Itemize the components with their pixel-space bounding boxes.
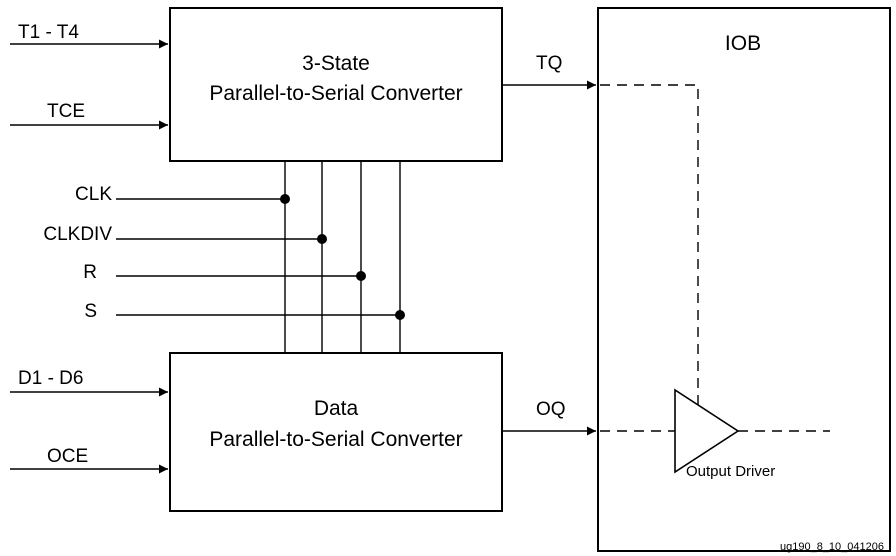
tristate-converter-block <box>169 7 503 162</box>
tce-label: TCE <box>47 101 85 122</box>
tq-label: TQ <box>536 53 562 74</box>
clk-junction-dot <box>280 194 290 204</box>
data-converter-block <box>169 352 503 512</box>
t1-t4-label: T1 - T4 <box>18 22 79 43</box>
iob-block <box>597 7 891 552</box>
tq-internal-path <box>600 84 699 408</box>
tristate-block-subtitle: Parallel-to-Serial Converter <box>209 82 462 105</box>
data-block-subtitle: Parallel-to-Serial Converter <box>209 428 462 451</box>
iob-title: IOB <box>725 32 761 55</box>
clkdiv-label: CLKDIV <box>43 224 112 245</box>
r-label: R <box>83 262 97 283</box>
s-label: S <box>84 301 97 322</box>
clkdiv-junction-dot <box>317 234 327 244</box>
output-driver-label: Output Driver <box>686 463 775 480</box>
output-driver-triangle <box>674 388 740 474</box>
tristate-block-title: 3-State <box>302 52 370 75</box>
figure-id: ug190_8_10_041206 <box>780 541 884 553</box>
clk-label: CLK <box>75 184 112 205</box>
oq-label: OQ <box>536 399 566 420</box>
r-junction-dot <box>356 271 366 281</box>
oce-label: OCE <box>47 446 88 467</box>
d1-d6-label: D1 - D6 <box>18 368 83 389</box>
s-junction-dot <box>395 310 405 320</box>
data-block-title: Data <box>314 397 359 420</box>
